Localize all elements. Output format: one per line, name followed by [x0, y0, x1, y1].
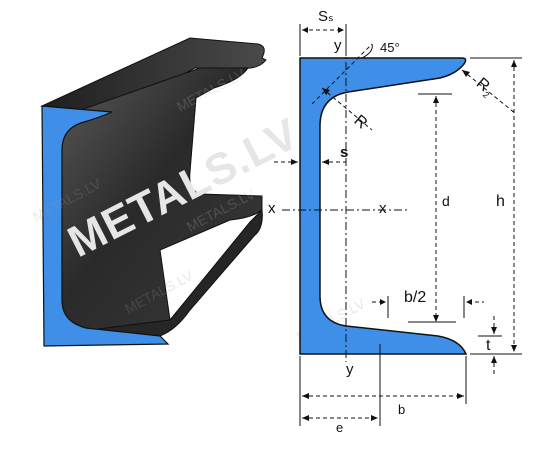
ss-dimension: [299, 24, 347, 56]
label-ss: Sₛ: [318, 8, 334, 25]
axes: [282, 30, 408, 362]
bottom-flange-3d: [56, 208, 263, 345]
angle-arc: [361, 43, 373, 59]
label-h: h: [496, 193, 505, 210]
label-y-top: y: [334, 37, 342, 54]
profile-end-face-blue: [41, 105, 170, 347]
label-e: e: [336, 420, 343, 435]
label-r2-sub: 2: [481, 89, 491, 100]
label-s: s: [340, 144, 348, 161]
d-dimension: [408, 93, 456, 323]
label-d: d: [442, 193, 450, 209]
label-angle: 45°: [380, 40, 400, 55]
web-face-3d: [57, 67, 263, 335]
profile-section-blue: [299, 57, 468, 355]
b-half-dimension: [372, 296, 484, 318]
radius-markers: [321, 69, 517, 131]
channel-cross-section: [299, 57, 468, 355]
label-b-half: b/2: [404, 289, 426, 306]
h-dimension: [470, 57, 522, 355]
label-y-bottom: y: [346, 361, 354, 378]
label-b: b: [398, 402, 405, 417]
b-e-dimensions: [299, 344, 467, 426]
label-r1: R: [351, 112, 371, 132]
label-x-right: x: [379, 200, 387, 217]
t-dimension: [478, 316, 502, 376]
slope-45-line: [311, 43, 373, 105]
s-dimension: [274, 159, 346, 165]
label-t: t: [486, 337, 491, 354]
label-x-left: x: [268, 200, 276, 217]
label-r2-group: R 2: [473, 75, 493, 100]
